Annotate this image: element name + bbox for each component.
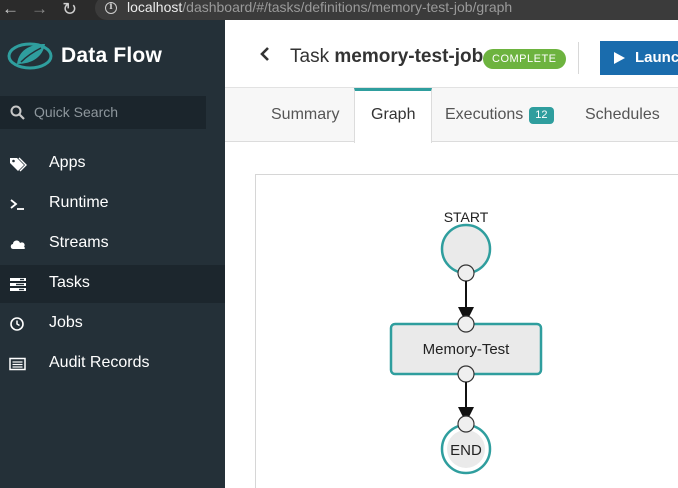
start-output-port[interactable] (458, 265, 474, 281)
launch-button[interactable]: Launch (600, 41, 678, 75)
start-label: START (444, 209, 489, 225)
play-icon (612, 51, 626, 65)
tab-schedules[interactable]: Schedules (569, 88, 676, 142)
tab-label: Graph (371, 106, 415, 123)
sidebar-item-label: Jobs (49, 314, 83, 332)
browser-toolbar: ← → ↻ i localhost/dashboard/#/tasks/defi… (0, 0, 678, 20)
tab-graph[interactable]: Graph (354, 88, 432, 143)
sidebar-item-jobs[interactable]: Jobs (0, 305, 225, 343)
tab-label: Summary (271, 106, 339, 123)
task-node-label: Memory-Test (423, 341, 511, 358)
address-bar[interactable]: i localhost/dashboard/#/tasks/definition… (95, 0, 678, 20)
browser-forward-icon[interactable]: → (31, 0, 48, 20)
page-header: Task memory-test-job COMPLETE Launch (225, 20, 678, 88)
sidebar: Data Flow Apps Runtime Streams (0, 20, 225, 488)
clock-icon (9, 316, 27, 332)
status-badge: COMPLETE (483, 49, 566, 69)
task-name: memory-test-job (334, 46, 483, 67)
tab-bar: Summary Graph Executions 12 Schedules (225, 88, 678, 142)
sidebar-item-runtime[interactable]: Runtime (0, 185, 225, 223)
brand[interactable]: Data Flow (0, 20, 225, 90)
search-input[interactable] (34, 101, 199, 123)
chevron-left-icon[interactable] (259, 46, 271, 62)
sidebar-item-audit-records[interactable]: Audit Records (0, 345, 225, 383)
list-icon (9, 356, 27, 372)
task-output-port[interactable] (458, 366, 474, 382)
graph-canvas[interactable]: START Memory-Test END (255, 174, 678, 488)
sidebar-item-apps[interactable]: Apps (0, 145, 225, 183)
end-input-port[interactable] (458, 416, 474, 432)
address-text: localhost/dashboard/#/tasks/definitions/… (127, 0, 512, 15)
tab-label: Schedules (585, 106, 660, 123)
terminal-icon (9, 196, 27, 212)
sidebar-item-tasks[interactable]: Tasks (0, 265, 225, 303)
spring-logo-icon (7, 38, 53, 70)
launch-label: Launch (635, 49, 678, 66)
browser-back-icon[interactable]: ← (2, 0, 19, 20)
url-path: /dashboard/#/tasks/definitions/memory-te… (182, 0, 512, 15)
browser-reload-icon[interactable]: ↻ (62, 0, 77, 20)
tags-icon (9, 156, 27, 172)
title-prefix: Task (290, 46, 329, 67)
sidebar-item-streams[interactable]: Streams (0, 225, 225, 263)
cloud-icon (9, 236, 27, 252)
url-host: localhost (127, 0, 182, 15)
info-icon[interactable]: i (105, 2, 117, 14)
tasks-icon (9, 276, 27, 292)
search-icon (10, 105, 25, 120)
end-label: END (450, 442, 482, 459)
sidebar-item-label: Streams (49, 234, 109, 252)
sidebar-item-label: Audit Records (49, 354, 150, 372)
flow-graph: START Memory-Test END (256, 175, 678, 488)
page-title: Task memory-test-job (290, 46, 483, 68)
tab-summary[interactable]: Summary (255, 88, 355, 142)
count-badge: 12 (529, 107, 553, 124)
sidebar-item-label: Apps (49, 154, 85, 172)
header-divider (578, 42, 579, 74)
sidebar-item-label: Tasks (49, 274, 90, 292)
tab-label: Executions (445, 106, 523, 123)
task-input-port[interactable] (458, 316, 474, 332)
sidebar-item-label: Runtime (49, 194, 109, 212)
brand-name: Data Flow (61, 44, 162, 68)
quick-search[interactable] (0, 96, 206, 129)
tab-executions[interactable]: Executions 12 (429, 88, 570, 142)
